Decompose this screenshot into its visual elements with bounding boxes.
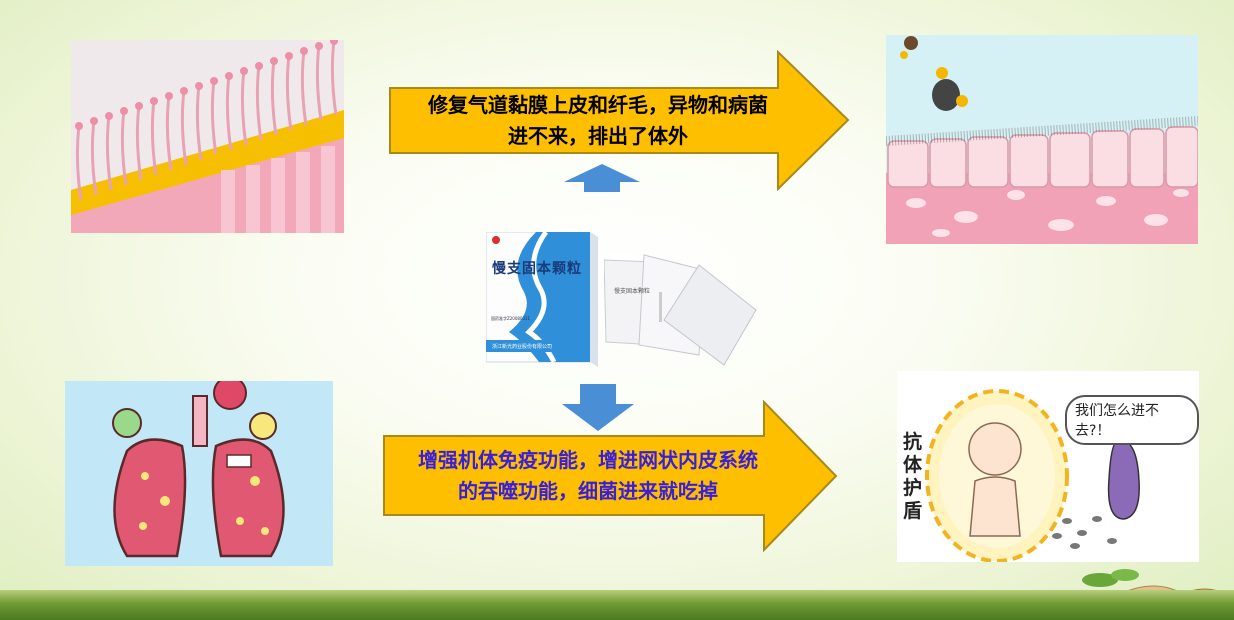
lungs-illustration <box>65 381 333 566</box>
speech-bubble: 我们怎么进不去?！ <box>1065 395 1199 445</box>
top-arrow-text: 修复气道黏膜上皮和纤毛，异物和病菌 进不来，排出了体外 <box>388 90 808 152</box>
label-char-3: 护 <box>903 477 923 499</box>
bottom-arrow-text: 增强机体免疫功能，增进网状内皮系统 的吞噬功能，细菌进来就吃掉 <box>382 445 794 507</box>
sachet-label: 慢支固本颗粒 <box>614 288 651 295</box>
product-name: 慢支固本颗粒 <box>492 261 582 277</box>
product-package: 慢支固本颗粒 国药准字Z20080311 浙江新光药业股份有限公司 <box>485 230 598 367</box>
bottom-arrow-line2: 的吞噬功能，细菌进来就吃掉 <box>458 479 718 503</box>
product-approval: 国药准字Z20080311 <box>491 316 531 321</box>
antibody-shield-label: 抗 体 护 盾 <box>903 431 925 523</box>
product-sachets: 慢支固本颗粒 <box>604 250 759 368</box>
bottom-arrow-line1: 增强机体免疫功能，增进网状内皮系统 <box>418 448 758 472</box>
down-arrow-icon <box>560 384 636 432</box>
up-arrow-icon <box>562 164 642 192</box>
label-char-2: 体 <box>903 454 923 476</box>
top-arrow-line2: 进不来，排出了体外 <box>508 124 688 148</box>
product-manufacturer: 浙江新光药业股份有限公司 <box>492 344 553 350</box>
label-char-1: 抗 <box>903 431 923 453</box>
bottom-arrow: 增强机体免疫功能，增进网状内皮系统 的吞噬功能，细菌进来就吃掉 <box>382 400 838 552</box>
label-char-4: 盾 <box>903 500 923 522</box>
immune-shield-illustration: 我们怎么进不去?！ 抗 体 护 盾 <box>897 371 1199 562</box>
top-arrow: 修复气道黏膜上皮和纤毛，异物和病菌 进不来，排出了体外 <box>388 50 850 191</box>
epithelium-illustration <box>886 35 1198 244</box>
grass-strip <box>0 590 1234 620</box>
top-arrow-line1: 修复气道黏膜上皮和纤毛，异物和病菌 <box>428 93 768 117</box>
cilia-illustration <box>71 40 344 233</box>
